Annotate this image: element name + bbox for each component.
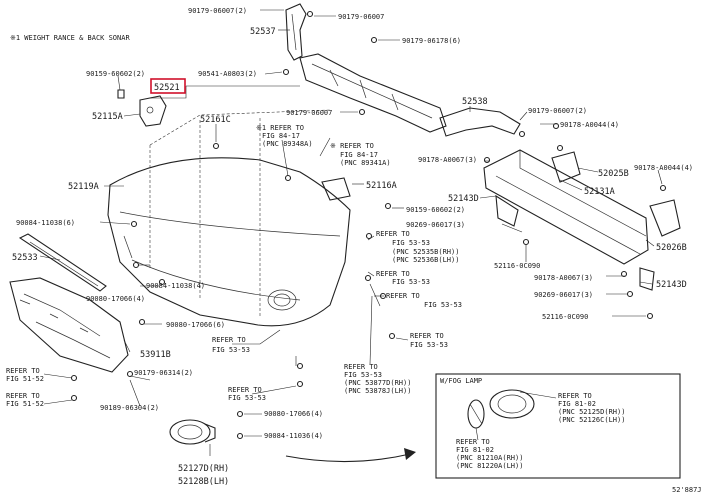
label-53911b: 53911B (140, 350, 171, 360)
label-fig-53-53-b: FIG 53-53 (392, 278, 430, 286)
label-52131a: 52131A (584, 187, 615, 197)
label-52521: 52521 (154, 83, 180, 93)
bracket-52116A (321, 177, 351, 201)
leader-lines (39, 9, 663, 456)
label-refer-5: REFER TO (386, 292, 420, 300)
label-fig-51-52-a: FIG 51-52 (6, 375, 44, 383)
label-pnc-52535b: (PNC 52535B(RH)) (392, 248, 459, 256)
label-90179-06314: 90179-06314(2) (134, 369, 193, 377)
label-refer-1: ※1 REFER TO (256, 124, 304, 132)
label-fig-84-17-b: FIG 84-17 (340, 151, 378, 159)
label-90179-06007-b: 90179-06007 (286, 109, 332, 117)
label-90084-11038-4: 90084-11038(4) (146, 282, 205, 290)
label-fig-81-02-b: FIG 81-02 (456, 446, 494, 454)
label-fig-53-53-c: FIG 53-53 (424, 301, 462, 309)
label-refer-2: ※ REFER TO (330, 142, 374, 150)
label-52116-0c090-a: 52116-0C090 (494, 262, 540, 270)
label-52533: 52533 (12, 253, 38, 263)
footer-code: 52'887J (672, 486, 702, 494)
reinforcement-beam-52131A (483, 149, 681, 291)
label-90084-11038-6: 90084-11038(6) (16, 219, 75, 227)
curved-arrow (285, 448, 416, 463)
label-52119a: 52119A (68, 182, 99, 192)
label-refer-11: REFER TO (6, 392, 40, 400)
label-refer-7: REFER TO (212, 336, 246, 344)
label-52116a: 52116A (366, 181, 397, 191)
label-52537: 52537 (250, 27, 276, 37)
label-90269-06017-a: 90269-06017(3) (406, 221, 465, 229)
label-52143d-a: 52143D (448, 194, 479, 204)
label-pnc-52126c: (PNC 52126C(LH)) (558, 416, 625, 424)
upper-support-52537 (285, 3, 307, 61)
label-52143d-b: 52143D (656, 280, 687, 290)
label-52538: 52538 (462, 97, 488, 107)
label-90179-06178: 90179-06178(6) (402, 37, 461, 45)
label-fig-51-52-b: FIG 51-52 (6, 400, 44, 408)
label-90541-a0803: 90541-A0803(2) (198, 70, 257, 78)
label-refer-12: REFER TO (558, 392, 592, 400)
label-refer-8: REFER TO (344, 363, 378, 371)
highlight-box-52521 (150, 78, 186, 94)
label-pnc-53878j: (PNC 53878J(LH)) (344, 387, 411, 395)
strip-52533 (18, 233, 107, 292)
label-90179-06007-a: 90179-06007 (338, 13, 384, 21)
label-90179-06007-c: 90179-06007(2) (528, 107, 587, 115)
label-w-fog-lamp: W/FOG LAMP (440, 377, 482, 385)
bracket-52115A (117, 89, 167, 127)
bumper-cover-52119A (107, 109, 351, 327)
label-fig-53-53-g: FIG 53-53 (228, 394, 266, 402)
reinforcement-52521 (299, 53, 447, 133)
label-fig-53-53-a: FIG 53-53 (392, 239, 430, 247)
label-90189-06304: 90189-06304(2) (100, 404, 159, 412)
label-52116-0c090-b: 52116-0C090 (542, 313, 588, 321)
label-refer-4: REFER TO (376, 270, 410, 278)
label-90178-a0067-a: 90178-A0067(3) (418, 156, 477, 164)
label-90084-11036: 90084-11036(4) (264, 432, 323, 440)
label-refer-13: REFER TO (456, 438, 490, 446)
label-fig-53-53-e: FIG 53-53 (212, 346, 250, 354)
label-fig-53-53-d: FIG 53-53 (410, 341, 448, 349)
label-pnc-52536b: (PNC 52536B(LH)) (392, 256, 459, 264)
bracket-52538 (439, 107, 521, 137)
label-52161c: 52161C (200, 115, 231, 125)
label-90178-a0067-b: 90178-A0067(3) (534, 274, 593, 282)
label-refer-3: REFER TO (376, 230, 410, 238)
header-note: ※1 WEIGHT RANCE & BACK SONAR (10, 34, 130, 42)
label-pnc-81210a: (PNC 81210A(RH)) (456, 454, 523, 462)
label-52127d: 52127D(RH) (178, 464, 229, 474)
lower-panel-53911B (9, 277, 129, 373)
label-fig-53-53-f: FIG 53-53 (344, 371, 382, 379)
label-pnc-89341a: (PNC 89341A) (340, 159, 391, 167)
label-90080-17066-6: 90080-17066(6) (166, 321, 225, 329)
fog-lamp-52127D (169, 419, 216, 445)
label-fig-84-17-a: FIG 84-17 (262, 132, 300, 140)
label-pnc-52125d: (PNC 52125D(RH)) (558, 408, 625, 416)
label-refer-9: REFER TO (6, 367, 40, 375)
label-52026b: 52026B (656, 243, 687, 253)
label-52128b: 52128B(LH) (178, 477, 229, 487)
label-refer-6: REFER TO (410, 332, 444, 340)
label-90080-17066-4a: 90080-17066(4) (86, 295, 145, 303)
label-90178-a0044-a: 90178-A0044(4) (560, 121, 619, 129)
label-90269-06017-b: 90269-06017(3) (534, 291, 593, 299)
label-refer-10: REFER TO (228, 386, 262, 394)
label-90178-a0044-b: 90178-A0044(4) (634, 164, 693, 172)
label-pnc-53877d: (PNC 53877D(RH)) (344, 379, 411, 387)
label-52115a: 52115A (92, 112, 123, 122)
label-90179-06007-2: 90179-06007(2) (188, 7, 247, 15)
label-90159-60602-b: 90159-60602(2) (406, 206, 465, 214)
label-pnc-89348a: (PNC 89348A) (262, 140, 313, 148)
label-fig-81-02-a: FIG 81-02 (558, 400, 596, 408)
fog-lamp-inset (435, 373, 681, 479)
label-52025b: 52025B (598, 169, 629, 179)
label-90080-17066-4b: 90080-17066(4) (264, 410, 323, 418)
label-pnc-81220a: (PNC 81220A(LH)) (456, 462, 523, 470)
label-90159-60602: 90159-60602(2) (86, 70, 145, 78)
